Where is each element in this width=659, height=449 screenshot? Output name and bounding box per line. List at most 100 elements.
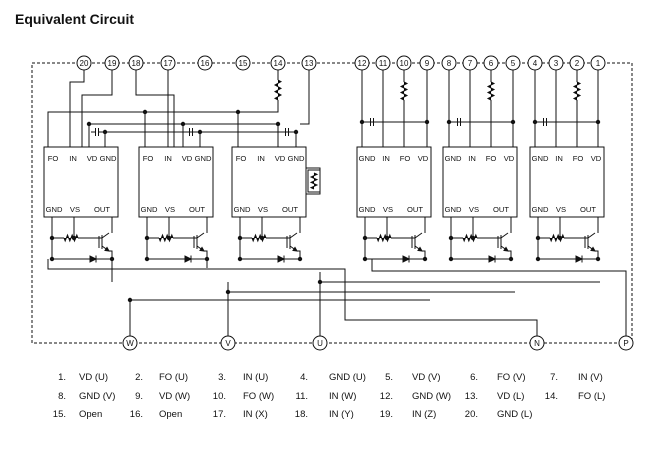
junction-dot bbox=[297, 256, 303, 262]
pin-7-circle bbox=[462, 55, 478, 71]
block-4-pin-fo: FO bbox=[400, 154, 411, 163]
block-3-pin-out: OUT bbox=[282, 205, 298, 214]
pin-v-label: V bbox=[225, 339, 231, 348]
pin-1-circle bbox=[590, 55, 606, 71]
wire bbox=[135, 70, 175, 147]
junction-dot bbox=[197, 129, 203, 135]
block-3-pin-vs: VS bbox=[258, 205, 268, 214]
junction-dot bbox=[535, 235, 541, 241]
block-4-pin-gnd: GND bbox=[359, 205, 376, 214]
block-1-pin-gnd: GND bbox=[46, 205, 63, 214]
block-6-pin-vd: VD bbox=[591, 154, 602, 163]
pin-19-circle bbox=[104, 55, 120, 71]
pin-8-label: 8 bbox=[447, 59, 452, 68]
junction-dot bbox=[275, 121, 281, 127]
junction-dot bbox=[166, 235, 172, 241]
diagram-title: Equivalent Circuit bbox=[15, 11, 135, 27]
resistor bbox=[273, 79, 283, 101]
pin-13-label: 13 bbox=[305, 59, 314, 68]
junction-dot bbox=[448, 235, 454, 241]
junction-dot bbox=[595, 256, 601, 262]
block-4-pin-out: OUT bbox=[407, 205, 423, 214]
resistor bbox=[572, 81, 582, 101]
diode bbox=[277, 255, 286, 263]
junction-dot bbox=[235, 109, 241, 115]
junction-dot bbox=[359, 119, 365, 125]
pin-10-circle bbox=[396, 55, 412, 71]
pin-16-circle bbox=[197, 55, 213, 71]
block-1-pin-vs: VS bbox=[70, 205, 80, 214]
wire bbox=[81, 70, 113, 147]
junction-dot bbox=[362, 256, 368, 262]
igbt bbox=[196, 232, 205, 239]
block-3-pin-gnd: GND bbox=[288, 154, 305, 163]
pin-u-label: U bbox=[317, 339, 323, 348]
junction-dot bbox=[532, 119, 538, 125]
pin-2-circle bbox=[569, 55, 585, 71]
block-5-pin-vd: VD bbox=[504, 154, 515, 163]
pin-16-label: 16 bbox=[201, 59, 210, 68]
pin-8-circle bbox=[441, 55, 457, 71]
junction-dot bbox=[424, 119, 430, 125]
pin-10-label: 10 bbox=[400, 59, 409, 68]
block-6-pin-in: IN bbox=[555, 154, 563, 163]
block-1-pin-fo: FO bbox=[48, 154, 59, 163]
resistor bbox=[399, 81, 409, 101]
block-2-pin-vd: VD bbox=[182, 154, 193, 163]
igbt bbox=[590, 246, 596, 252]
block-5-pin-in: IN bbox=[468, 154, 476, 163]
igbt bbox=[587, 232, 596, 239]
diode bbox=[184, 255, 193, 263]
block-5-pin-vs: VS bbox=[469, 205, 479, 214]
block-2-pin-fo: FO bbox=[143, 154, 154, 163]
junction-dot bbox=[109, 256, 115, 262]
pin-3-circle bbox=[548, 55, 564, 71]
junction-dot bbox=[142, 109, 148, 115]
junction-dot bbox=[508, 256, 514, 262]
junction-dot bbox=[144, 235, 150, 241]
driver-block-2 bbox=[138, 146, 214, 218]
block-1-pin-vd: VD bbox=[87, 154, 98, 163]
pin-15-circle bbox=[235, 55, 251, 71]
pin-14-label: 14 bbox=[274, 59, 283, 68]
junction-dot bbox=[510, 119, 516, 125]
resistor bbox=[309, 172, 319, 190]
wire bbox=[109, 250, 113, 259]
block-2-pin-in: IN bbox=[164, 154, 172, 163]
junction-dot bbox=[595, 119, 601, 125]
pin-11-label: 11 bbox=[379, 59, 388, 68]
igbt bbox=[414, 232, 423, 239]
block-6-pin-out: OUT bbox=[580, 205, 596, 214]
block-5-pin-gnd: GND bbox=[445, 205, 462, 214]
block-2-pin-gnd: GND bbox=[195, 154, 212, 163]
junction-dot bbox=[180, 121, 186, 127]
junction-dot bbox=[49, 235, 55, 241]
pin-20-label: 20 bbox=[80, 59, 89, 68]
pin-1-label: 1 bbox=[596, 59, 601, 68]
junction-dot bbox=[71, 235, 77, 241]
diode bbox=[402, 255, 411, 263]
igbt bbox=[289, 232, 298, 239]
block-2-pin-vs: VS bbox=[165, 205, 175, 214]
igbt bbox=[417, 246, 423, 252]
pin-17-label: 17 bbox=[164, 59, 173, 68]
junction-dot bbox=[225, 289, 231, 295]
block-1-pin-in: IN bbox=[69, 154, 77, 163]
pin-20-circle bbox=[76, 55, 92, 71]
wire bbox=[300, 70, 310, 125]
wire bbox=[508, 250, 512, 259]
wire bbox=[47, 100, 279, 147]
pin-17-circle bbox=[160, 55, 176, 71]
block-6-pin-gnd: GND bbox=[532, 154, 549, 163]
pin-18-label: 18 bbox=[132, 59, 141, 68]
junction-dot bbox=[204, 256, 210, 262]
block-6-pin-gnd: GND bbox=[532, 205, 549, 214]
wire bbox=[204, 250, 208, 259]
pin-15-label: 15 bbox=[239, 59, 248, 68]
junction-dot bbox=[259, 235, 265, 241]
junction-dot bbox=[237, 235, 243, 241]
pin-12-label: 12 bbox=[358, 59, 367, 68]
pin-n-label: N bbox=[534, 339, 540, 348]
block-3-pin-in: IN bbox=[257, 154, 265, 163]
block-4-pin-vs: VS bbox=[383, 205, 393, 214]
